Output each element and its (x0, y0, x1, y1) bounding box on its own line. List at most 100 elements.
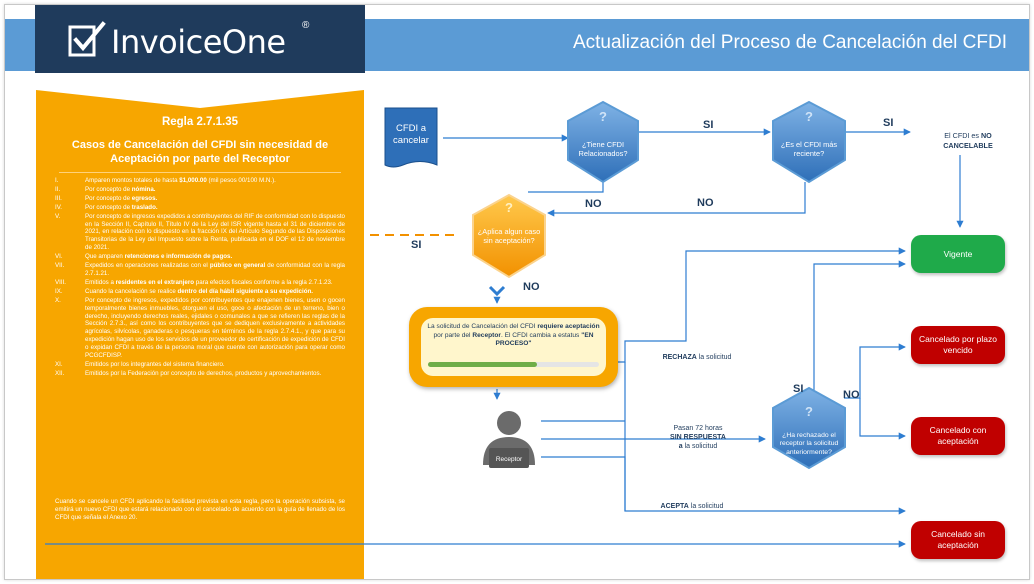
timeout-text: la solicitud (682, 443, 718, 450)
decision-exempt-label: ¿Aplica algun caso sin aceptación? (477, 227, 541, 245)
rule-case-text: Emitidos por la Federación por concepto … (85, 370, 345, 378)
rule-case-text-part: $1,000.00 (179, 177, 207, 184)
rule-case-text-part: Por concepto de (85, 194, 132, 202)
rule-case-number: VIII. (55, 278, 67, 286)
yes-label: SI (883, 117, 894, 129)
rule-case-text-part: egresos. (131, 194, 158, 202)
arrow-d4-to-aceptacion (859, 398, 906, 440)
status-cancelled-without-acceptance: Cancelado sin aceptación (911, 521, 1005, 559)
no-label: NO (697, 197, 714, 209)
question-icon: ? (505, 200, 513, 215)
rule-case-text: Por concepto de egresos. (85, 195, 345, 203)
rule-case-number: II. (55, 185, 61, 193)
decision-rejected-shape (772, 386, 846, 470)
rule-case-item: II.Por concepto de nómina. (55, 186, 345, 194)
rule-case-text-part: para efectos fiscales conforme a la regl… (194, 278, 333, 286)
rule-panel (36, 90, 364, 579)
no-label: NO (523, 281, 540, 293)
decision-recent-shape (772, 100, 846, 184)
rule-case-number: XII. (55, 369, 65, 377)
rule-case-text-part: Por concepto de (85, 203, 132, 211)
status-text-bold: "EN PROCESO" (495, 331, 594, 348)
rule-case-item: III.Por concepto de egresos. (55, 195, 345, 203)
rechaza-text: la solicitud (696, 354, 732, 361)
doc-label: CFDI a cancelar (393, 123, 429, 146)
rule-case-text-part: residentes en el extranjero (115, 278, 195, 286)
decision-recent-label: ¿Es el CFDI más reciente? (780, 140, 838, 158)
receptor-label: Receptor (495, 456, 523, 463)
rule-case-number: I. (55, 177, 59, 184)
rechaza-bold: RECHAZA (662, 354, 697, 361)
rule-case-number: X. (55, 296, 61, 304)
decision-related-label: ¿Tiene CFDI Relacionados? (578, 140, 628, 158)
status-text: La solicitud de Cancelación del CFDI req… (425, 323, 602, 349)
note-bold: NO CANCELABLE (943, 131, 993, 150)
arrow-d2-no (547, 182, 806, 217)
timeout-text: Pasan 72 horas (673, 425, 723, 432)
rule-case-item: V.Por concepto de ingresos expedidos a c… (55, 213, 345, 253)
rule-case-text-part: nómina. (131, 185, 156, 193)
rule-case-item: X. Por concepto de ingresos, expedidos po… (55, 297, 345, 360)
rule-code: Regla 2.7.1.35 (161, 116, 239, 128)
rule-case-text-part: traslado. (131, 203, 158, 211)
brand-logo: InvoiceOne (111, 23, 286, 61)
rule-case-text: Que amparen retenciones e información de… (85, 253, 345, 261)
rule-case-number: VII. (55, 262, 65, 270)
rule-case-text: Por concepto de traslado. (85, 204, 345, 212)
status-cancelled-accepted: Cancelado con aceptación (911, 417, 1005, 455)
acepta-label: ACEPTA la solicitud (657, 502, 727, 511)
rule-case-item: VI. Que amparen retenciones e información… (55, 253, 345, 261)
arrow-d4-no (844, 343, 906, 399)
rule-case-item: IV. Por concepto de traslado. (55, 204, 345, 212)
yes-label: SI (703, 119, 714, 131)
rule-case-item: I. Amparen montos totales de hasta $1,000… (55, 177, 345, 185)
rule-case-text: Por concepto de ingresos, expedidos por … (85, 297, 345, 360)
status-text-part: La solicitud de Cancelación del CFDI (427, 323, 538, 330)
rule-case-text-part: Por concepto de ingresos, expedidos por … (85, 296, 345, 360)
question-icon: ? (805, 109, 813, 124)
rule-case-text-part: Que amparen (85, 253, 125, 261)
page-title: Actualización del Proceso de Cancelación… (572, 32, 1007, 53)
rule-case-list: I. Amparen montos totales de hasta $1,000… (55, 177, 345, 379)
status-text-part: . El CFDI cambia a estatus (500, 331, 582, 339)
yes-label: SI (793, 383, 804, 395)
status-text-bold: Receptor (472, 331, 501, 339)
not-cancelable-note: El CFDI es NO CANCELABLE (922, 131, 1014, 150)
registered-mark: ® (302, 20, 310, 31)
line-receptor-acepta (541, 456, 626, 511)
rule-footer: Cuando se cancele un CFDI aplicando la f… (55, 498, 345, 521)
rule-case-number: IV. (55, 203, 62, 211)
decision-related-shape (567, 100, 639, 184)
rule-case-text-part: dentro del día hábil siguiente a su expe… (177, 287, 313, 295)
doc-cfdi-shape (384, 107, 438, 168)
rule-case-text-part: retenciones e información de pagos. (124, 253, 233, 261)
rule-case-text: Cuando la cancelación se realice dentro … (85, 288, 345, 296)
rule-case-item: VII. Expedidos en operaciones realizadas … (55, 262, 345, 278)
rule-case-text: Por concepto de ingresos expedidos a con… (85, 213, 345, 253)
rule-case-number: VI. (55, 253, 63, 261)
arrow-rechaza-to-vigente (597, 247, 906, 363)
invoice-check-icon (68, 21, 106, 57)
slide: Actualización del Proceso de Cancelación… (4, 4, 1030, 580)
rule-case-item: IX.Cuando la cancelación se realice dent… (55, 288, 345, 296)
rule-case-text: Emitidos por los integrantes del sistema… (85, 361, 345, 369)
status-text-part: por parte del (433, 331, 473, 339)
no-label: NO (843, 389, 860, 401)
decision-exempt-shape (472, 193, 546, 279)
rule-case-text-part: (mil pesos 00/100 M.N.). (206, 177, 276, 184)
no-label: NO (585, 198, 602, 210)
question-icon: ? (599, 109, 607, 124)
acepta-text: la solicitud (688, 503, 724, 510)
status-vigente: Vigente (911, 235, 1005, 273)
rule-case-text-part: Por concepto de ingresos expedidos a con… (85, 212, 345, 252)
yes-label: SI (411, 239, 422, 251)
line-d1-no (528, 182, 604, 193)
rule-case-text-part: Amparen montos totales de hasta (85, 177, 180, 184)
rule-case-text: Emitidos a residentes en el extranjero p… (85, 279, 345, 287)
chevron-down-icon (488, 285, 506, 297)
rule-case-text-part: público en general (209, 262, 266, 270)
rule-case-text-part: Expedidos en operaciones realizadas con … (85, 262, 210, 270)
note-text: El CFDI es (944, 131, 981, 140)
rule-case-item: XII. Emitidos por la Federación por conce… (55, 370, 345, 378)
